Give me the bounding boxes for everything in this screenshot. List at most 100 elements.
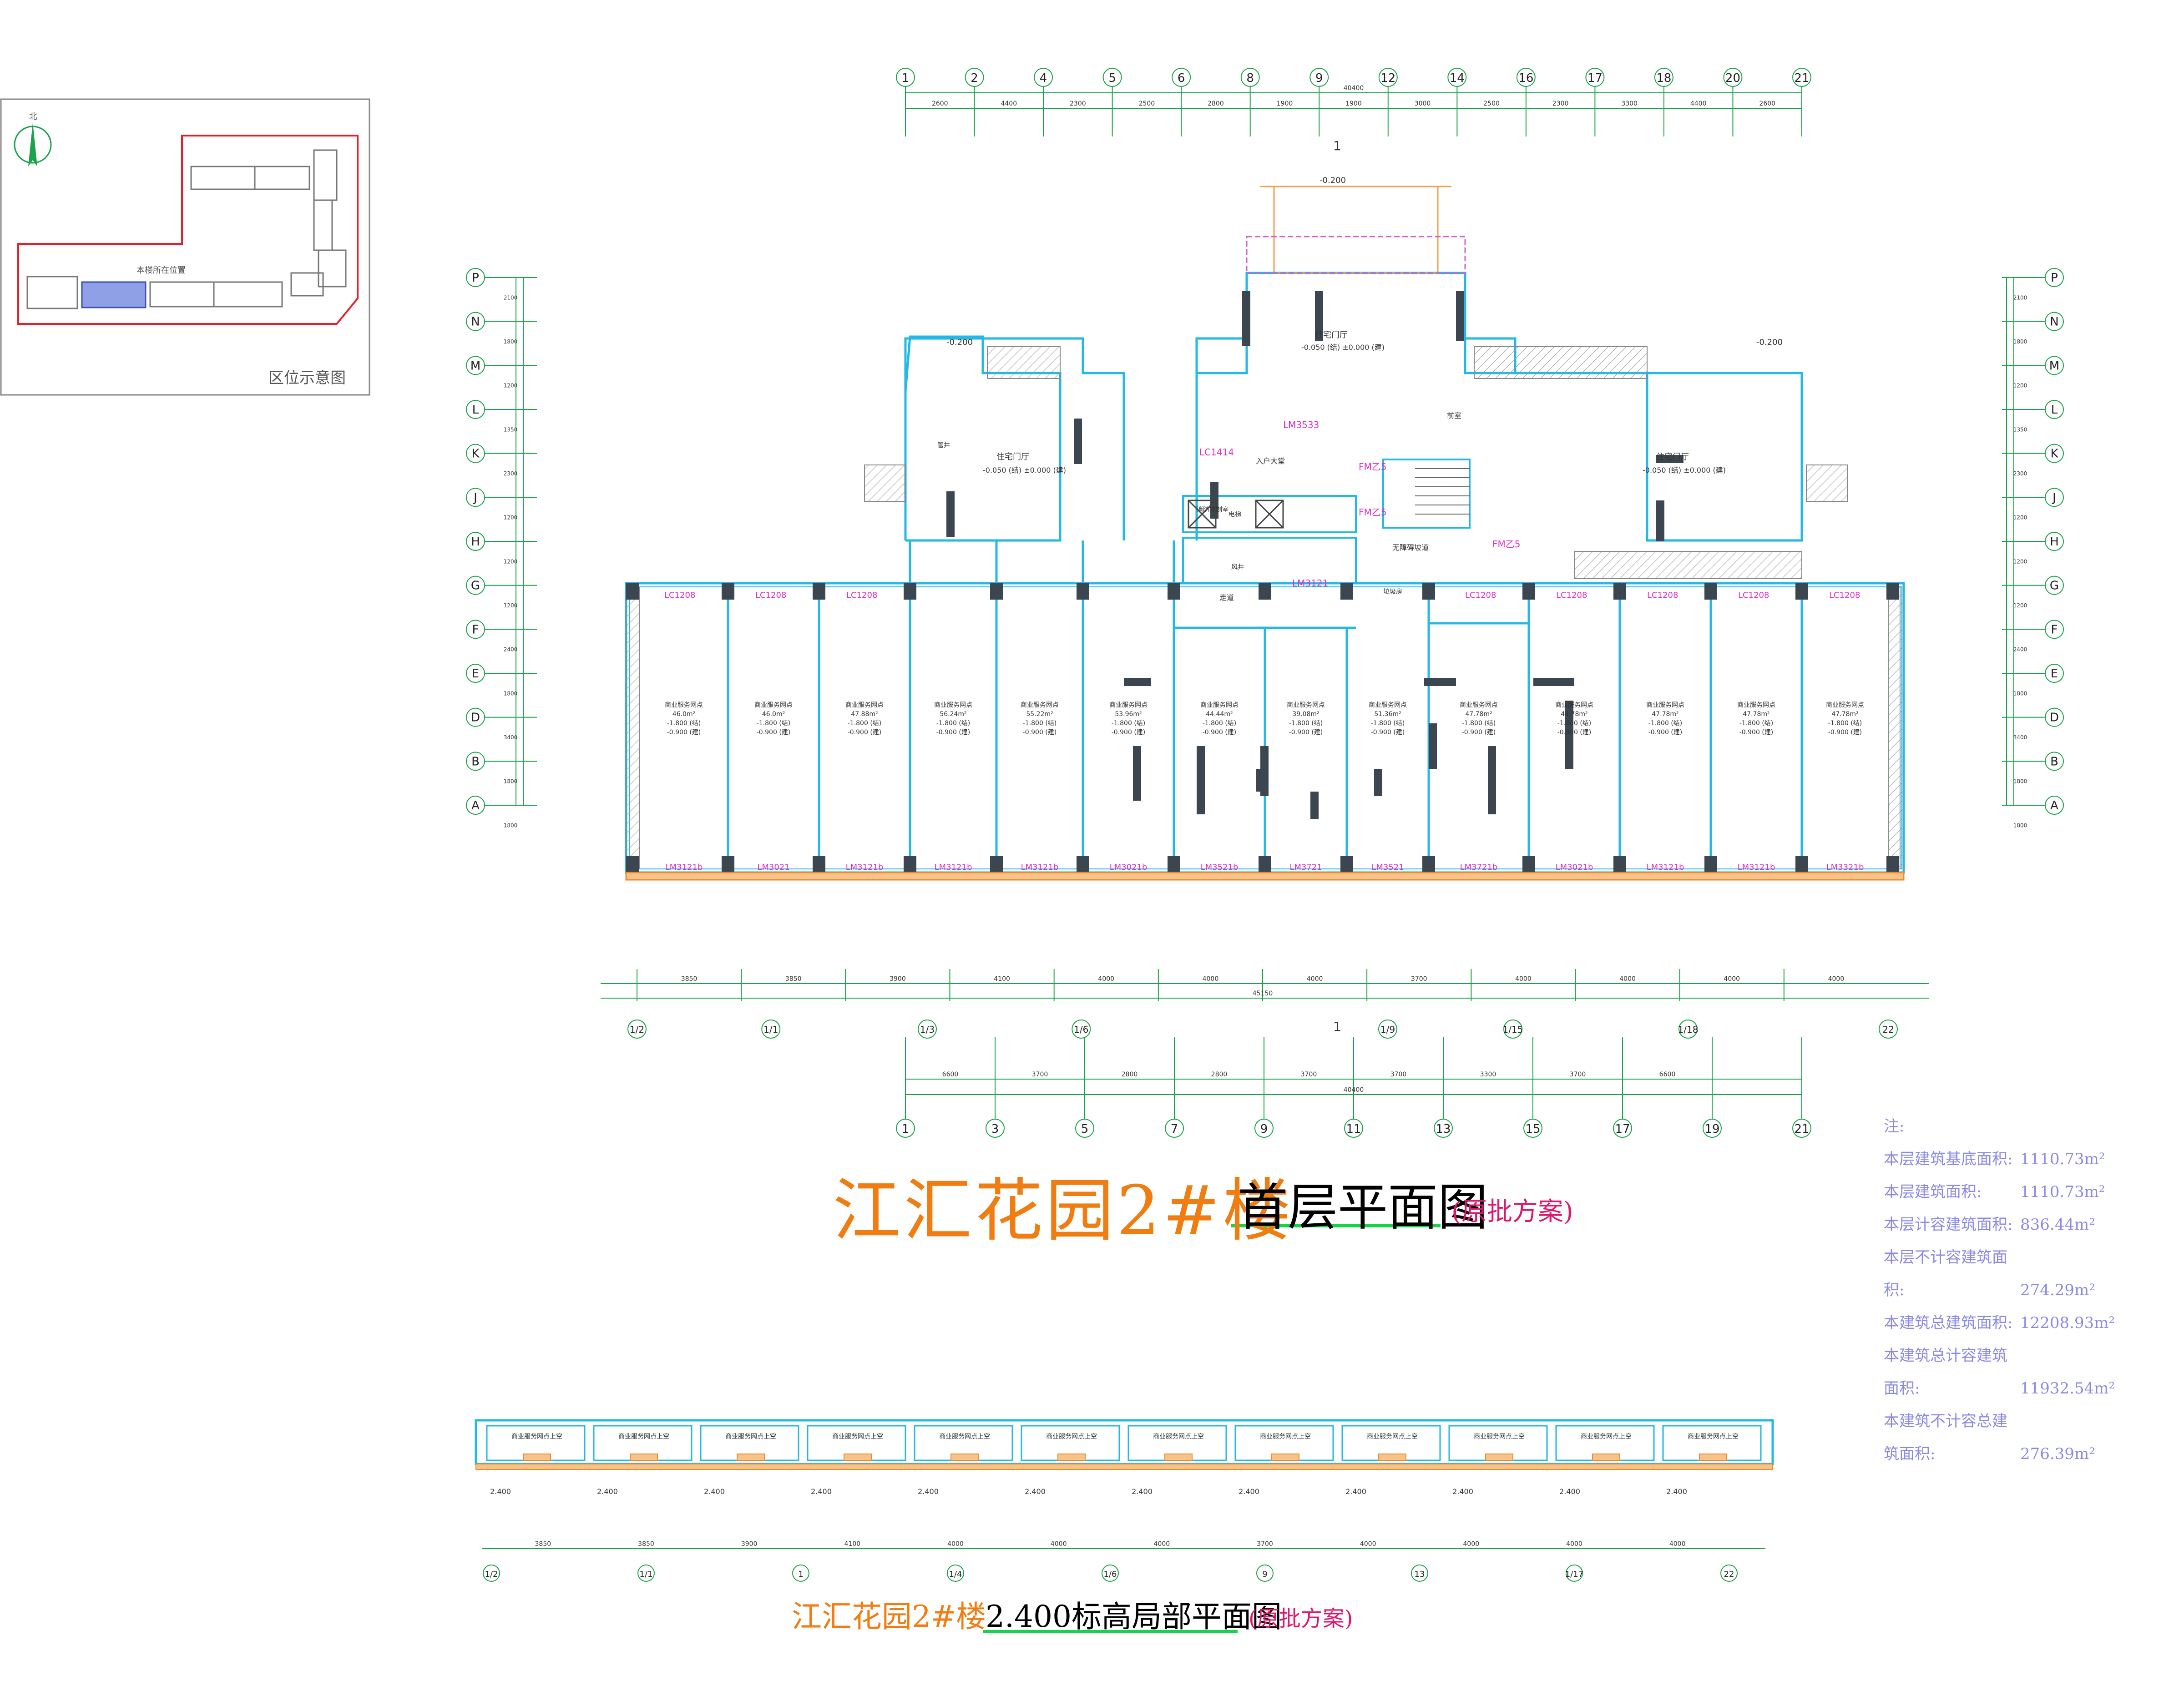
strip-bay-label: 商业服务网点上空	[1367, 1433, 1418, 1440]
note-label: 本层计容建筑面积:	[1884, 1216, 2013, 1234]
row-axis-bubble	[466, 268, 485, 287]
bottom-axis-label: 3	[991, 1122, 999, 1136]
strip-elev: 2.400	[1239, 1487, 1259, 1496]
wall-segment	[1197, 746, 1205, 814]
shop-elev: -1.800 (结)	[1111, 720, 1146, 727]
shop-name: 商业服务网点	[1460, 702, 1498, 709]
lower-dim: 4000	[1724, 975, 1740, 983]
strip-elev: 2.400	[1345, 1487, 1366, 1496]
shop-elev: -1.800 (结)	[1828, 720, 1862, 727]
lower-axis-label: 1/15	[1503, 1024, 1523, 1035]
row-axis-label: J	[2052, 491, 2056, 505]
wall-segment	[1456, 291, 1464, 341]
room-duct: 风井	[1231, 564, 1244, 571]
row-axis-label: G	[471, 579, 480, 593]
room-hall-left: 住宅门厅	[996, 452, 1029, 462]
shop-area: 48.78m²	[1561, 711, 1588, 718]
lower-dim: 4000	[1828, 975, 1845, 983]
room-hall-left-elev: -0.050 (结) ±0.000 (建)	[983, 466, 1067, 474]
top-axis-bubble	[1172, 68, 1191, 87]
strip-elev: 2.400	[1559, 1487, 1580, 1496]
door-label: LM3021	[757, 863, 790, 872]
top-axis-label: 6	[1178, 71, 1185, 85]
row-dim-right: 3400	[2013, 734, 2027, 741]
bottom-dim: 2800	[1122, 1071, 1138, 1078]
door-label: LM3321b	[1826, 863, 1864, 872]
title-main: 江汇花园2#楼	[833, 1171, 1294, 1251]
shop-elev: -0.900 (建)	[1461, 729, 1496, 736]
note-value: 836.44m²	[2020, 1216, 2095, 1234]
title2-note: (原批方案)	[1249, 1606, 1353, 1631]
row-dim-right: 1200	[2013, 515, 2027, 521]
strip-elev: 2.400	[1132, 1487, 1153, 1496]
key-plan: 本楼所在位置 区位示意图 北	[0, 98, 370, 396]
row-axis-bubble	[2045, 532, 2064, 551]
storefront-strip	[625, 872, 1905, 881]
wall-segment	[1656, 500, 1664, 541]
door-label: LM3721	[1289, 863, 1322, 872]
shop-elev: -0.900 (建)	[1202, 729, 1237, 736]
strip-dim: 4000	[947, 1540, 964, 1548]
window-label: LC1208	[755, 591, 787, 600]
bottom-dim: 3700	[1032, 1071, 1048, 1078]
window-label: LC1208	[1465, 591, 1496, 600]
shop-name: 商业服务网点	[1021, 702, 1059, 709]
top-axis-bubble	[1585, 68, 1605, 87]
note-label: 本建筑总计容建筑面积:	[1884, 1347, 2007, 1398]
shop-elev: -0.900 (建)	[1370, 729, 1405, 736]
strip-window	[1164, 1454, 1193, 1461]
shop-name: 商业服务网点	[665, 702, 703, 709]
shop-area: 53.96m²	[1115, 711, 1142, 718]
row-axis-bubble	[2045, 356, 2064, 375]
column	[626, 583, 639, 600]
shop-elev: -1.800 (结)	[756, 720, 791, 727]
shop-elev: -0.900 (建)	[1739, 729, 1774, 736]
strip-window	[1699, 1454, 1727, 1461]
door-label: LM3121b	[1646, 863, 1684, 872]
top-dim: 2300	[1070, 100, 1086, 107]
title-sub: 首层平面图	[1238, 1178, 1488, 1237]
strip-dim: 4100	[844, 1540, 861, 1548]
shop-name: 商业服务网点	[1369, 702, 1407, 709]
wall-segment	[946, 491, 955, 537]
lower-axis-label: 1/9	[1380, 1024, 1395, 1035]
strip-axis-bubble	[1566, 1565, 1583, 1582]
row-axis-bubble	[466, 400, 485, 419]
row-axis-label: A	[2050, 799, 2058, 813]
top-axis-label: 2	[971, 71, 978, 85]
wall-segment	[1424, 678, 1456, 686]
column	[722, 583, 734, 600]
column	[1886, 583, 1899, 600]
row-dim: 1800	[504, 338, 518, 345]
top-dim: 2500	[1139, 100, 1155, 107]
title-underline	[1231, 1224, 1441, 1227]
door-label: LM3121b	[1021, 863, 1059, 872]
title2-underline	[983, 1630, 1238, 1633]
note-label: 本建筑不计容总建筑面积:	[1884, 1412, 2007, 1463]
door-label: LM3121b	[665, 863, 703, 872]
strip-bay-label: 商业服务网点上空	[725, 1433, 776, 1440]
row-axis-label: K	[471, 447, 480, 461]
room-stair: 前室	[1447, 411, 1462, 420]
strip-axis-bubble	[637, 1565, 655, 1582]
column	[626, 856, 639, 873]
row-dim-right: 1350	[2013, 426, 2027, 433]
bottom-total: 40400	[1344, 1086, 1364, 1094]
top-axis-label: 9	[1315, 71, 1323, 85]
column	[1259, 856, 1271, 873]
shop-elev: -1.800 (结)	[1461, 720, 1496, 727]
note-value: 12208.93m²	[2020, 1314, 2115, 1332]
shop-elev: -0.900 (建)	[756, 729, 791, 736]
row-dim: 1200	[504, 602, 518, 609]
row-axis-bubble	[2045, 444, 2064, 463]
bottom-axis-bubble	[1165, 1119, 1184, 1138]
shop-name: 商业服务网点	[754, 702, 793, 709]
row-dim: 2100	[504, 294, 518, 301]
top-dim: 2600	[932, 100, 948, 107]
